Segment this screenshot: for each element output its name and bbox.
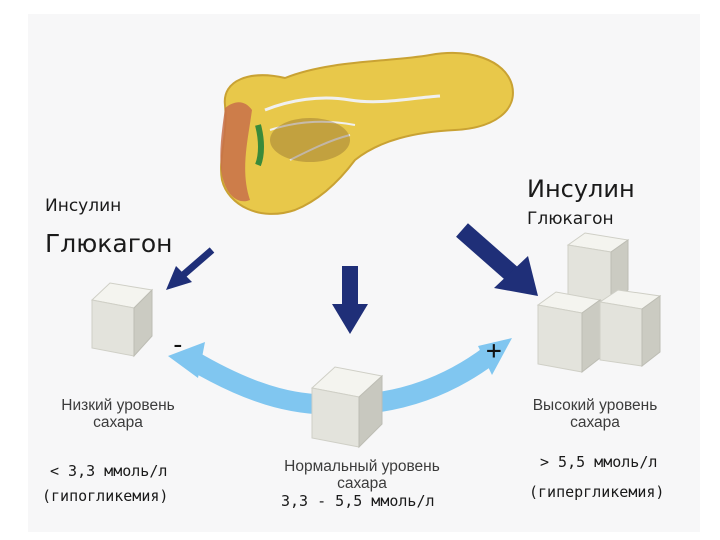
right-glucagon-label: Глюкагон <box>527 209 614 229</box>
sugar-cube-low <box>90 282 154 358</box>
normal-sugar-value: 3,3 - 5,5 ммоль/л <box>281 492 435 510</box>
low-sugar-value: < 3,3 ммоль/л <box>50 462 168 480</box>
arc-left-arrowhead <box>168 342 205 378</box>
left-insulin-label: Инсулин <box>45 196 122 216</box>
left-down-arrow <box>166 247 215 290</box>
pancreas-illustration <box>220 52 514 215</box>
center-down-arrow <box>332 266 368 334</box>
minus-sign: - <box>170 330 186 360</box>
arc-right-arrowhead <box>478 338 512 375</box>
plus-sign: + <box>486 336 502 366</box>
sugar-cube-stack-high <box>536 232 662 374</box>
right-down-arrow <box>456 223 538 296</box>
hypoglycemia-label: (гипогликемия) <box>42 487 169 505</box>
high-sugar-label: Высокий уровень сахара <box>532 397 658 431</box>
sugar-cube-normal <box>310 366 384 449</box>
high-sugar-value: > 5,5 ммоль/л <box>540 453 658 471</box>
normal-sugar-label: Нормальный уровень сахара <box>284 458 440 492</box>
low-sugar-label: Низкий уровень сахара <box>61 397 175 431</box>
left-glucagon-label: Глюкагон <box>45 229 173 258</box>
hyperglycemia-label: (гипергликемия) <box>529 483 665 501</box>
right-insulin-label: Инсулин <box>527 175 635 203</box>
